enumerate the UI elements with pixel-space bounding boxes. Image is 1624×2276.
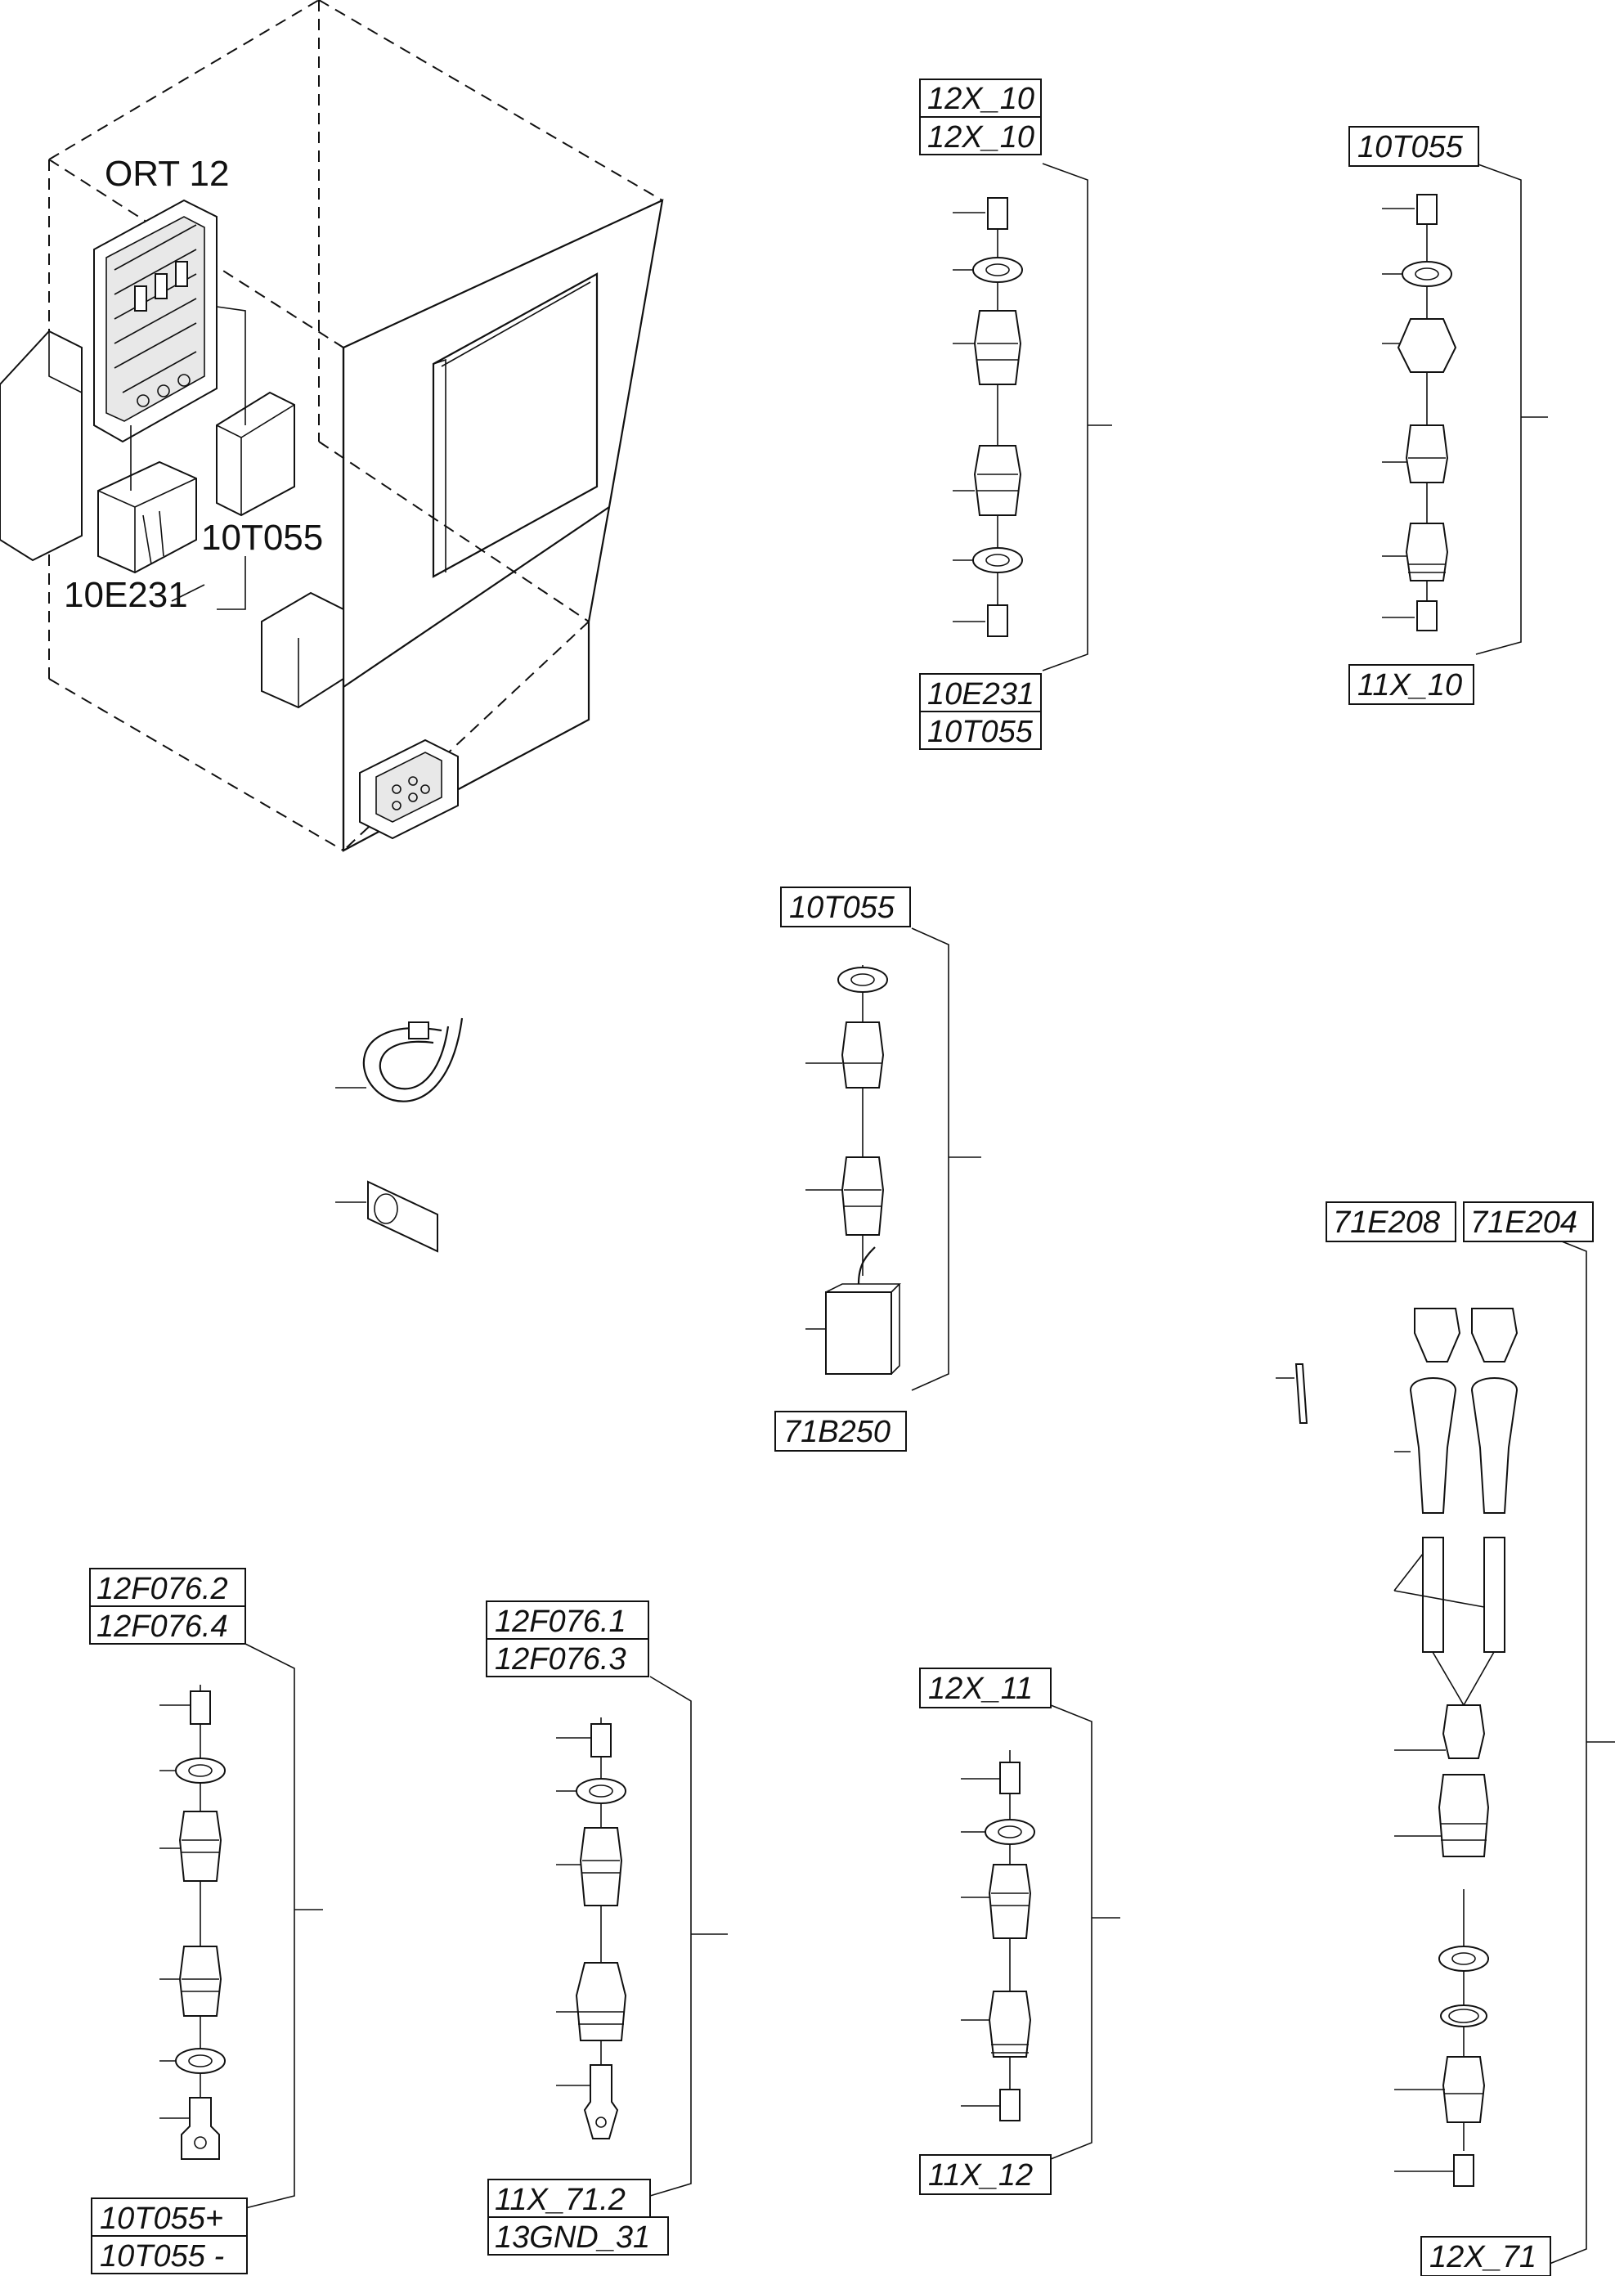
control-panel-icon — [93, 199, 218, 443]
label-g5-top-0: 12F076.2 — [96, 1572, 228, 1606]
group-1-parts — [953, 163, 1112, 671]
heater-module-icon — [97, 460, 197, 574]
label-g2-top-0: 10T055 — [1357, 130, 1464, 164]
bottom-connector-icon — [359, 738, 459, 840]
group-5-parts — [159, 1643, 323, 2209]
label-g6-top-1: 12F076.3 — [495, 1642, 626, 1677]
label-g6-bottom-0: 11X_71.2 — [495, 2183, 626, 2217]
transformer-module-icon — [216, 391, 295, 517]
pin-contact-icon — [1276, 1363, 1308, 1424]
label-g5-bottom-0: 10T055+ — [100, 2202, 223, 2236]
callout-10e231: 10E231 — [64, 575, 188, 615]
group-3-labels: 10T055 71B250 — [774, 887, 911, 1452]
label-g7-top-0: 12X_11 — [928, 1672, 1033, 1706]
label-g1-bottom-1: 10T055 — [927, 715, 1034, 749]
gasket-plate-icon — [335, 1180, 438, 1253]
group-6-parts — [556, 1676, 728, 2197]
group-5-labels: 12F076.2 12F076.4 10T055+ 10T055 - — [89, 1568, 248, 2274]
label-g3-top-0: 10T055 — [789, 891, 895, 925]
callout-10t055: 10T055 — [201, 518, 323, 558]
label-g4-bottom-0: 12X_71 — [1429, 2240, 1537, 2274]
group-2-labels: 10T055 11X_10 — [1348, 126, 1479, 705]
location-label: ORT 12 — [105, 154, 229, 194]
group-7-parts — [961, 1704, 1120, 2160]
front-bottom-panel-icon — [261, 591, 344, 709]
label-g5-bottom-1: 10T055 - — [100, 2239, 224, 2274]
label-g5-top-1: 12F076.4 — [96, 1609, 228, 1644]
left-side-panel-icon — [0, 330, 83, 562]
group-3-parts — [805, 927, 981, 1391]
group-4-parts — [1393, 1234, 1615, 2266]
group-2-parts — [1382, 163, 1548, 655]
cabinet-drawing — [0, 0, 664, 852]
label-g1-top-0: 12X_10 — [927, 82, 1034, 116]
label-g6-bottom-1: 13GND_31 — [495, 2220, 650, 2255]
group-1-labels: 12X_10 12X_10 10E231 10T055 — [919, 79, 1042, 750]
group-7-labels: 12X_11 11X_12 — [919, 1668, 1052, 2195]
label-g4-top-1: 71E204 — [1470, 1205, 1577, 1240]
group-4-labels: 71E208 71E204 12X_71 — [1326, 1201, 1594, 2276]
label-g2-bottom-0: 11X_10 — [1357, 668, 1462, 703]
cable-tie-icon — [335, 1017, 464, 1102]
label-g4-top-0: 71E208 — [1333, 1205, 1440, 1240]
label-g1-top-1: 12X_10 — [927, 120, 1034, 155]
label-g1-bottom-0: 10E231 — [927, 677, 1034, 712]
label-g7-bottom-0: 11X_12 — [928, 2158, 1033, 2193]
label-g6-top-0: 12F076.1 — [495, 1605, 626, 1639]
label-g3-bottom-0: 71B250 — [783, 1415, 891, 1449]
group-6-labels: 12F076.1 12F076.3 11X_71.2 13GND_31 — [486, 1600, 669, 2256]
